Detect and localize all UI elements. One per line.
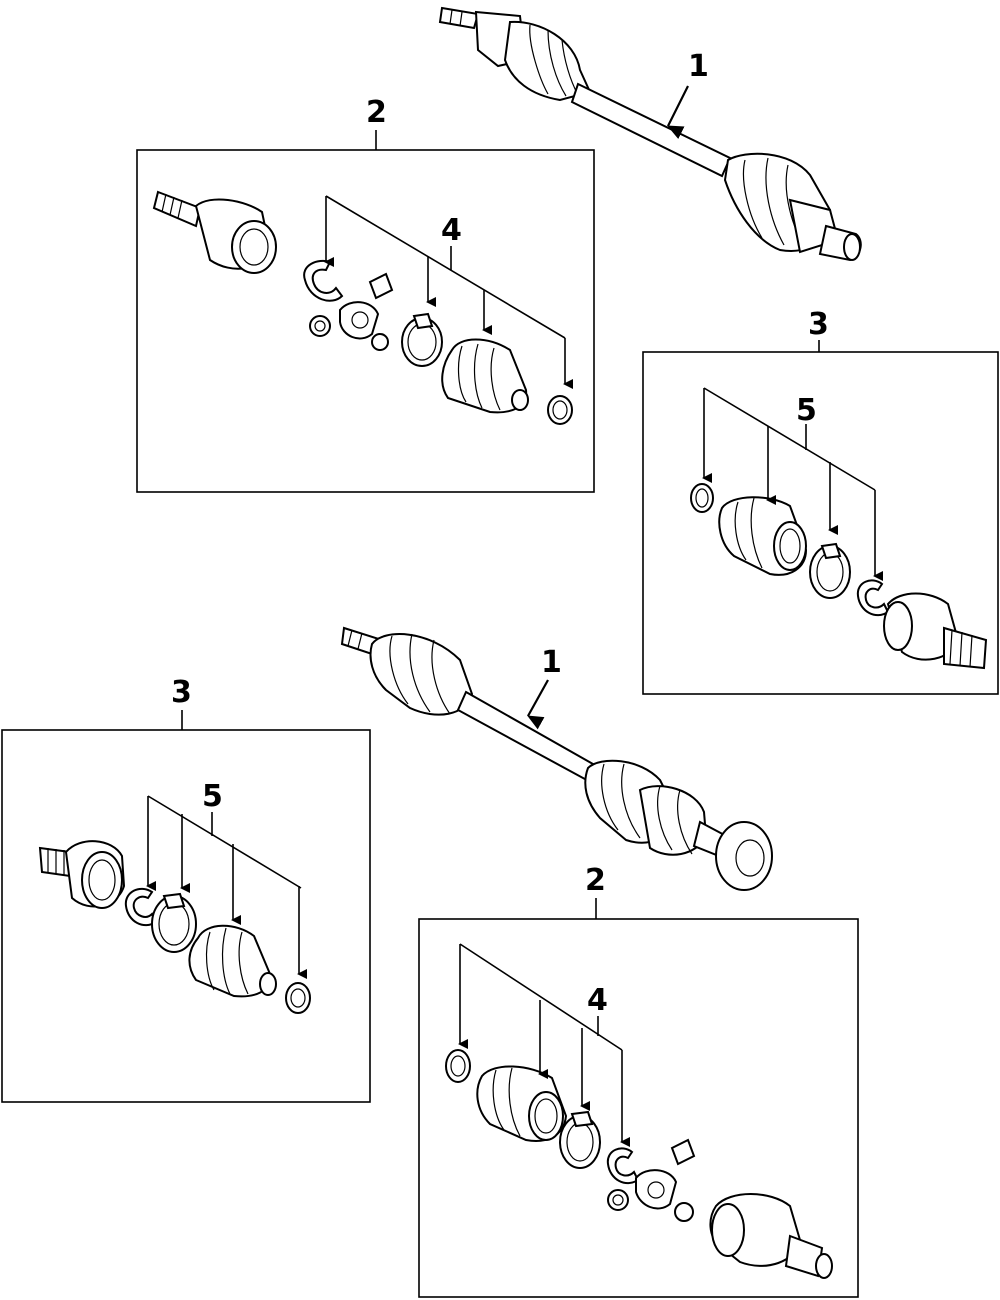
callout-3-left: 3 [171,675,192,710]
callout-1-middle: 1 [541,645,562,680]
kit-box-top-left [136,149,595,493]
tripod-spider-bottom [607,1138,696,1222]
callout-3-right: 3 [808,307,829,342]
inner-cv-joint-top [152,190,277,274]
cv-boot-right [718,496,808,576]
callout-4-bottom: 4 [587,983,608,1018]
leader-4-bottom [458,943,630,1147]
callout-5-right: 5 [796,393,817,428]
callout-5-left: 5 [202,779,223,814]
cv-boot-left [188,924,277,998]
snap-ring-top [303,260,344,302]
tripod-spider-top [309,272,394,351]
callout-4-top: 4 [441,213,462,248]
leader-4-top [324,195,573,389]
kit-box-right [642,351,999,695]
cv-boot-bottom [476,1065,568,1142]
outer-cv-joint-right [883,592,988,670]
callout-2-bottom: 2 [585,863,606,898]
top-axle-shaft [438,6,862,262]
snap-ring-bottom [606,1147,640,1185]
boot-clamp-small-left [285,982,311,1014]
callout-2-top: 2 [366,95,387,130]
boot-clamp-small-right [690,483,714,513]
leader-5-left [146,795,307,979]
leader-5-right [702,387,883,581]
callout-1-top: 1 [688,49,709,84]
middle-axle-shaft [340,626,773,891]
boot-clamp-large-right [809,542,851,599]
boot-clamp-large-left [151,892,197,953]
kit-box-left [1,729,371,1103]
leader-1-middle [527,679,549,730]
boot-clamp-large-bottom [559,1110,601,1169]
kit-box-bottom-right [418,918,859,1298]
outer-cv-joint-left [38,840,126,909]
boot-clamp-small-top [547,395,573,425]
boot-clamp-small-bottom [445,1049,471,1083]
snap-ring-right [856,579,890,617]
snap-ring-left [124,887,158,927]
inner-cv-joint-bottom [709,1193,833,1279]
boot-clamp-large-top [401,312,443,367]
leader-1-top [667,85,689,139]
cv-boot-top [441,338,529,414]
